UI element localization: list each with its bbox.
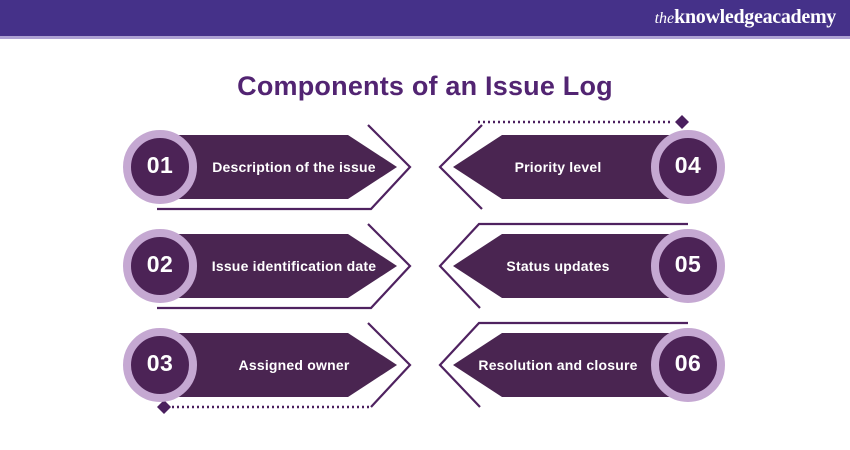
page-title: Components of an Issue Log (237, 71, 613, 101)
item-number: 03 (146, 350, 174, 376)
issue-log-item-02: 02 Issue identification date (120, 211, 450, 321)
item-label: Assigned owner (238, 357, 350, 373)
number-circle (651, 328, 725, 402)
item-number: 02 (146, 251, 174, 277)
offset-arrow-outline (438, 222, 688, 309)
issue-log-item-03: 03 Assigned owner (120, 310, 450, 420)
arrow-banner-shape (160, 135, 397, 199)
offset-arrow-outline (157, 124, 412, 211)
item-label: Issue identification date (211, 258, 377, 274)
logo-the: the (654, 10, 675, 27)
number-circle (123, 130, 197, 204)
number-circle (651, 130, 725, 204)
number-circle (651, 229, 725, 303)
number-circle (123, 229, 197, 303)
item-03-graphic (123, 322, 412, 414)
chevron-outline (438, 124, 483, 210)
arrow-banner-shape (453, 333, 690, 397)
item-label: Priority level (514, 159, 602, 175)
knowledge-academy-logo: theknowledgeacademy (655, 0, 850, 37)
header-bar: theknowledgeacademy (0, 0, 850, 39)
item-label: Description of the issue (212, 159, 376, 175)
item-05-graphic (438, 222, 725, 309)
item-number: 06 (674, 350, 702, 376)
issue-log-item-05: 05 Status updates (420, 211, 750, 321)
offset-arrow-outline (438, 321, 688, 408)
arrow-banner-shape (453, 135, 690, 199)
item-label: Status updates (506, 258, 610, 274)
item-02-graphic (123, 223, 412, 310)
logo-knowledge: knowledge (674, 6, 763, 28)
number-circle (123, 328, 197, 402)
item-number: 01 (146, 152, 174, 178)
logo-academy: academy (762, 6, 837, 28)
arrow-banner-shape (453, 234, 690, 298)
diamond-endpoint (675, 115, 689, 129)
item-01-graphic (123, 124, 412, 211)
issue-log-item-06: 06 Resolution and closure (420, 310, 750, 420)
chevron-outline (367, 322, 412, 408)
item-number: 05 (674, 251, 702, 277)
issue-log-item-01: 01 Description of the issue (120, 112, 450, 222)
item-06-graphic (438, 321, 725, 408)
arrow-banner-shape (160, 333, 397, 397)
diamond-endpoint (157, 400, 171, 414)
issue-log-item-04: 04 Priority level (420, 112, 750, 222)
offset-arrow-outline (157, 223, 412, 310)
arrow-banner-shape (160, 234, 397, 298)
item-number: 04 (674, 152, 702, 178)
item-04-graphic (438, 115, 725, 210)
item-label: Resolution and closure (478, 357, 638, 373)
